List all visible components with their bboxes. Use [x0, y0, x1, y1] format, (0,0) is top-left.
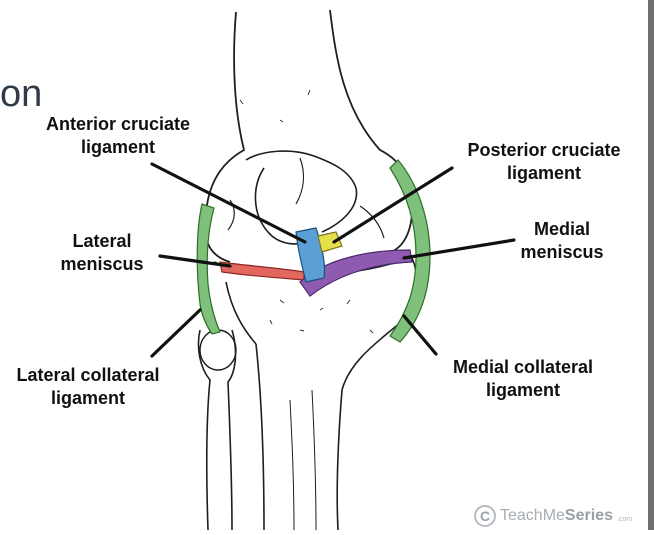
lateral-meniscus	[219, 261, 305, 281]
lateral-meniscus-label-line1: Lateral	[72, 231, 132, 251]
slide-edge-bar	[648, 0, 654, 530]
lcl-label-line1: Lateral collateral	[16, 365, 160, 385]
label-posterior-cruciate-ligament: Posterior cruciate ligament	[454, 139, 634, 185]
mcl-label-line1: Medial collateral	[452, 357, 594, 377]
lateral-collateral-ligament	[196, 203, 221, 335]
femur-outline	[204, 9, 414, 263]
watermark-brand-light: TeachMe	[500, 507, 565, 524]
acl-label-line1: Anterior cruciate	[45, 114, 191, 134]
acl-leader-line	[150, 162, 307, 244]
pcl-leader-line	[332, 166, 454, 244]
copyright-icon: C	[474, 505, 496, 527]
femoral-condyles	[245, 150, 358, 245]
label-lateral-collateral-ligament: Lateral collateral ligament	[0, 364, 176, 410]
label-anterior-cruciate-ligament: Anterior cruciate ligament	[32, 113, 204, 159]
lateral-meniscus-leader-line	[158, 254, 232, 268]
medial-meniscus-leader-line	[402, 238, 516, 260]
lateral-meniscus-label-line2: meniscus	[60, 254, 144, 274]
watermark-brand-bold: Series	[564, 507, 613, 524]
mcl-leader-line	[402, 314, 438, 356]
tibia-shaft	[255, 343, 343, 531]
lcl-leader-line	[150, 308, 202, 358]
teachmeseries-watermark: C TeachMeSeries .com	[474, 502, 632, 530]
fibula	[197, 329, 237, 531]
watermark-suffix: .com	[616, 515, 633, 523]
pcl-label-line2: ligament	[506, 163, 581, 183]
mcl-label-line2: ligament	[485, 380, 560, 400]
label-medial-meniscus: Medial meniscus	[510, 218, 614, 264]
medial-collateral-ligament	[389, 159, 431, 343]
medial-meniscus	[299, 249, 413, 297]
acl-label-line2: ligament	[80, 137, 155, 157]
medial-meniscus-label-line1: Medial	[533, 219, 590, 239]
partial-slide-heading: on	[0, 73, 43, 115]
pcl-label-line1: Posterior cruciate	[467, 140, 621, 160]
medial-meniscus-label-line2: meniscus	[520, 242, 604, 262]
label-lateral-meniscus: Lateral meniscus	[50, 230, 154, 276]
watermark-brand: TeachMeSeries	[500, 507, 613, 525]
posterior-cruciate-ligament	[317, 231, 343, 253]
lcl-label-line2: ligament	[50, 388, 125, 408]
label-medial-collateral-ligament: Medial collateral ligament	[434, 356, 612, 402]
